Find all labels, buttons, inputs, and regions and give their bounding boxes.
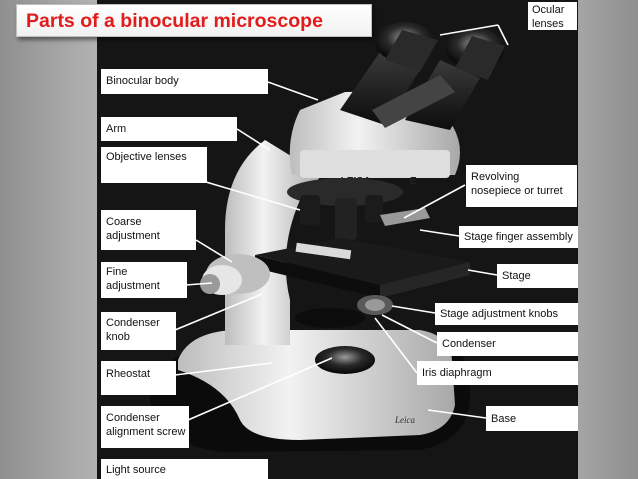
label-coarse-line1: Coarse — [106, 216, 142, 228]
base-logo: Leica — [394, 415, 415, 425]
label-condenser-text: Condenser — [442, 338, 496, 350]
head-model: E — [410, 176, 417, 187]
label-binocular-body: Binocular body — [101, 69, 268, 94]
label-stage-adjustment-knobs: Stage adjustment knobs — [435, 303, 578, 325]
label-light-source: Light source — [101, 459, 268, 479]
label-base-text: Base — [491, 413, 517, 425]
label-condenser-knob-line1: Condenser — [106, 317, 160, 329]
label-rheostat-text: Rheostat — [106, 368, 151, 380]
condenser-shape — [295, 295, 393, 374]
label-revolving-line2: nosepiece or turret — [471, 185, 563, 197]
label-base: Base — [486, 406, 578, 431]
stage-shape — [255, 208, 470, 298]
label-iris-text: Iris diaphragm — [422, 367, 492, 379]
label-arm: Arm — [101, 117, 237, 141]
label-revolving-nosepiece: Revolving nosepiece or turret — [466, 165, 577, 207]
label-arm-text: Arm — [106, 123, 127, 135]
label-condenser-alignment-screw: Condenser alignment screw — [101, 406, 189, 448]
label-finger-text: Stage finger assembly — [464, 231, 573, 243]
label-fine-line1: Fine — [106, 266, 128, 278]
label-stage-knobs-text: Stage adjustment knobs — [440, 308, 559, 320]
ocular-lenses-shape — [340, 22, 505, 130]
label-alignment-line2: alignment screw — [106, 426, 186, 438]
label-ocular-line2: lenses — [532, 18, 564, 30]
label-alignment-line1: Condenser — [106, 412, 160, 424]
label-revolving-line1: Revolving — [471, 171, 520, 183]
label-coarse-adjustment: Coarse adjustment — [101, 210, 196, 250]
label-condenser-knob-line2: knob — [106, 331, 130, 343]
label-fine-adjustment: Fine adjustment — [101, 262, 187, 298]
nosepiece-shape — [287, 178, 403, 240]
label-light-source-text: Light source — [106, 464, 166, 476]
slide-title: Parts of a binocular microscope — [16, 4, 372, 37]
label-binocular-body-text: Binocular body — [106, 75, 179, 87]
label-stage: Stage — [497, 264, 578, 288]
label-fine-line2: adjustment — [106, 280, 160, 292]
label-condenser-knob: Condenser knob — [101, 312, 176, 350]
label-objective-text: Objective lenses — [106, 151, 187, 163]
focus-knobs-shape — [200, 254, 270, 295]
label-ocular-line1: Ocular — [532, 4, 565, 16]
label-iris-diaphragm: Iris diaphragm — [417, 361, 578, 385]
label-ocular-lenses: Ocular lenses — [528, 2, 577, 30]
label-stage-text: Stage — [502, 270, 531, 282]
label-objective-lenses: Objective lenses — [101, 147, 207, 183]
label-rheostat: Rheostat — [101, 361, 176, 395]
label-coarse-line2: adjustment — [106, 230, 160, 242]
label-condenser: Condenser — [437, 332, 578, 356]
label-stage-finger-assembly: Stage finger assembly — [459, 226, 578, 248]
